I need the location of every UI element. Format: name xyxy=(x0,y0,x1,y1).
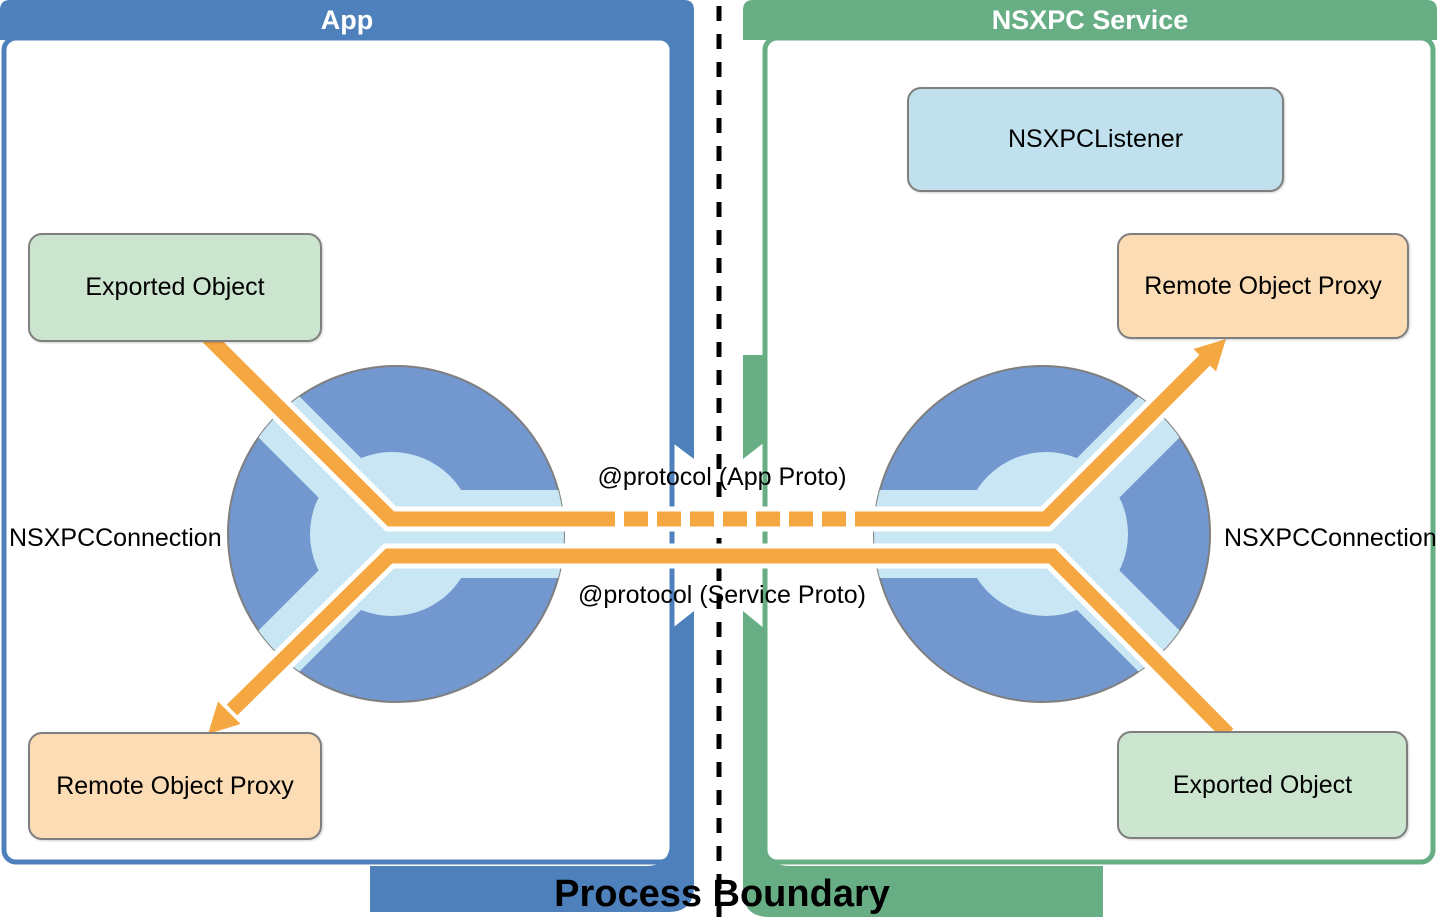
app-right-band-lower xyxy=(370,611,694,912)
app-remote-object-proxy-box: Remote Object Proxy xyxy=(28,732,322,840)
arrowhead-top-right xyxy=(1193,339,1226,372)
process-boundary-label: Process Boundary xyxy=(554,873,890,915)
app-group-title: App xyxy=(320,5,374,35)
service-group-title: NSXPC Service xyxy=(991,5,1189,35)
service-nsxpcconnection-label: NSXPCConnection xyxy=(1224,524,1437,552)
message-pipe-bottom xyxy=(208,543,1237,743)
protocol-app-label: @protocol (App Proto) xyxy=(597,463,847,491)
service-left-band-lower xyxy=(743,611,1103,917)
app-title-band xyxy=(0,0,694,40)
service-nsxpclistener-box: NSXPCListener xyxy=(907,87,1284,192)
app-nsxpcconnection-label: NSXPCConnection xyxy=(9,524,222,552)
service-remote-object-proxy-box: Remote Object Proxy xyxy=(1117,233,1409,339)
service-left-band-upper xyxy=(743,355,766,459)
app-exported-object-box: Exported Object xyxy=(28,233,322,342)
message-pipe-top xyxy=(198,327,1226,532)
app-right-band-upper xyxy=(670,38,694,459)
service-exported-object-box: Exported Object xyxy=(1117,731,1408,839)
protocol-service-label: @protocol (Service Proto) xyxy=(578,581,866,609)
service-title-band xyxy=(743,0,1437,40)
arrowhead-bottom-left xyxy=(208,701,241,734)
